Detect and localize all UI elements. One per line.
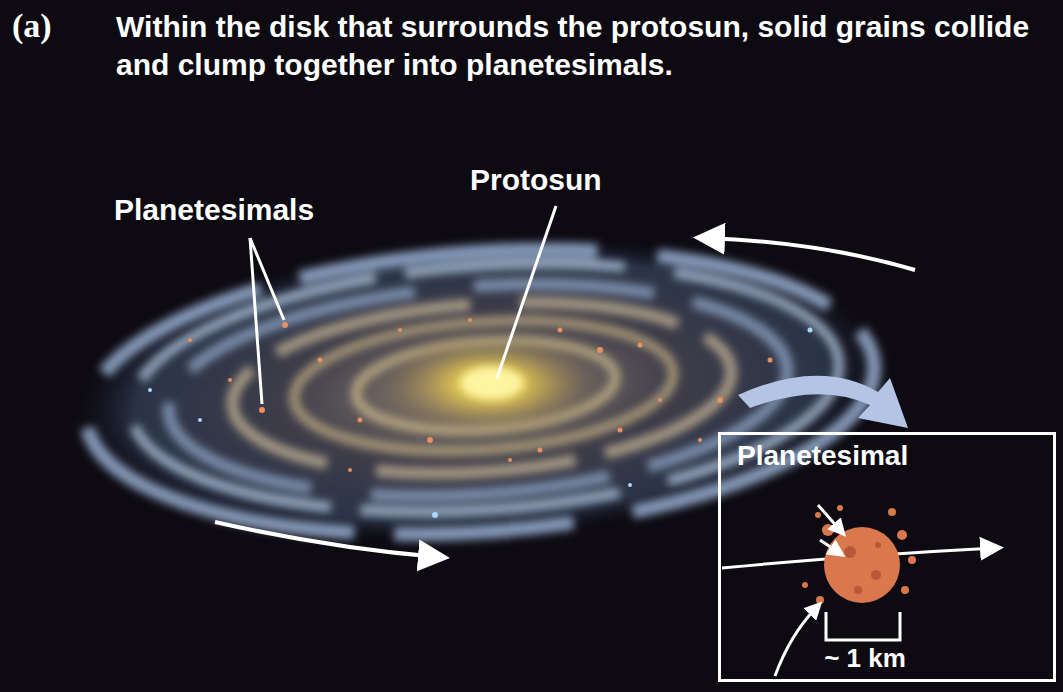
figure-title: Within the disk that surrounds the proto… [116,8,1054,84]
panel-letter: (a) [12,6,52,46]
inset-heading: Planetesimal [737,439,908,473]
dimension-label: ~ 1 km [785,643,945,673]
inset-box: Planetesimal ~ 1 km [718,432,1056,682]
part-label: Protosun [470,162,602,198]
part-label: Planetesimals [114,192,314,228]
